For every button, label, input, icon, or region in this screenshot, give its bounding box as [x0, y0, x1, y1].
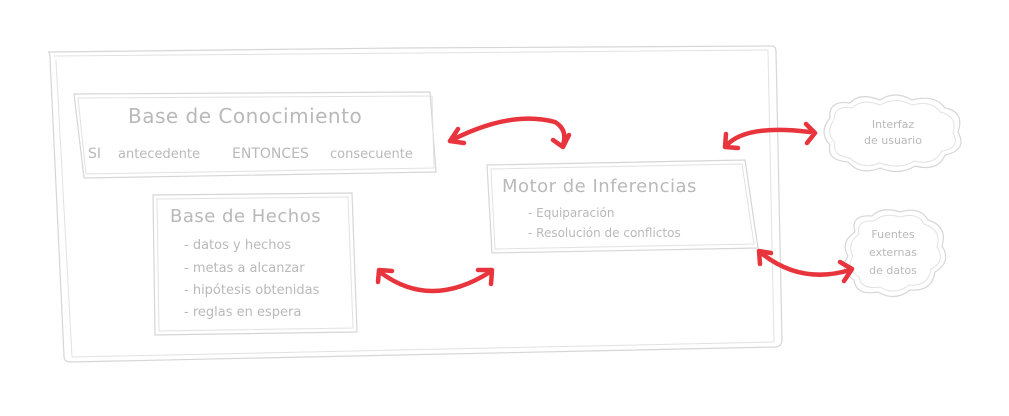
inference-engine-box	[486, 159, 759, 254]
facts-base-title: Base de Hechos	[170, 206, 322, 227]
arrow-engine-to-external-sources	[756, 248, 855, 284]
engine-item: - Equiparación	[528, 206, 615, 220]
rule-consequent: consecuente	[330, 147, 413, 162]
rule-antecedent: antecedente	[118, 147, 201, 162]
external-sources-label-line3: de datos	[869, 264, 917, 277]
facts-item: - reglas en espera	[184, 305, 302, 320]
external-sources-label-line1: Fuentes	[871, 228, 915, 241]
user-interface-label-line2: de usuario	[864, 134, 922, 147]
rule-si: SI	[88, 146, 102, 162]
expert-system-outer-box	[47, 45, 783, 363]
inference-engine-title: Motor de Inferencias	[502, 176, 697, 197]
rule-entonces: ENTONCES	[232, 146, 309, 162]
facts-base-box	[152, 192, 358, 336]
user-interface-cloud	[823, 94, 962, 173]
arrow-facts-to-engine	[375, 267, 495, 294]
arrow-knowledge-to-engine	[447, 116, 572, 150]
facts-item: - datos y hechos	[184, 238, 292, 253]
facts-item: - metas a alcanzar	[184, 261, 305, 276]
facts-item: - hipótesis obtenidas	[184, 283, 320, 298]
user-interface-label-line1: Interfaz	[871, 118, 915, 131]
knowledge-base-box	[73, 91, 437, 179]
engine-item: - Resolución de conflictos	[528, 226, 681, 240]
arrow-engine-to-interface	[722, 121, 818, 151]
knowledge-base-title: Base de Conocimiento	[128, 104, 363, 128]
external-sources-label-line2: externas	[869, 246, 917, 259]
